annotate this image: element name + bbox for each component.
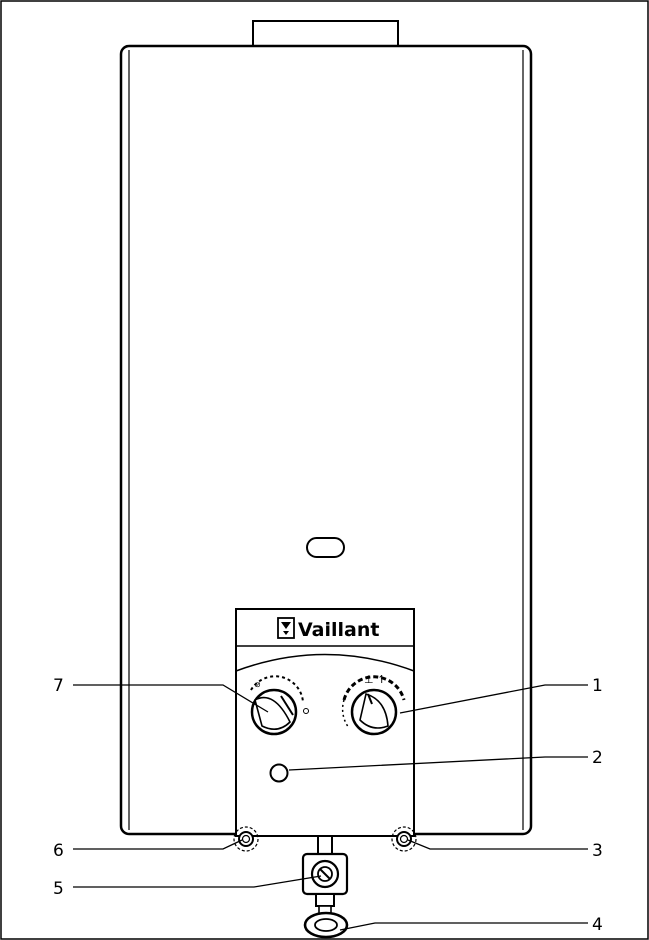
leader-4 [339,922,588,931]
water-connection-left [233,826,259,852]
callout-4: 4 [592,915,603,935]
tap-temperature-icon: ⊥ ↿ [364,673,386,686]
flame-window [269,763,289,783]
leader-2 [288,756,588,771]
heater-casing [119,44,533,836]
leader-1 [399,684,588,714]
callout-7: 7 [53,676,64,696]
callout-1: 1 [592,676,603,696]
brand-name: Vaillant [298,619,379,641]
water-inlet-valve [303,893,349,939]
leader-3 [407,839,588,850]
leader-7 [73,684,269,713]
brand-logo [277,617,295,639]
leader-6 [73,839,243,850]
power-knob[interactable] [250,675,309,736]
callout-3: 3 [592,841,603,861]
callout-2: 2 [592,748,603,768]
water-connection-right [391,826,417,852]
gas-connection [301,835,349,896]
leader-5 [73,875,322,888]
temperature-knob[interactable] [341,675,406,736]
callout-6: 6 [53,841,64,861]
flame-icon: ⌀ [255,680,261,690]
callout-lines [73,684,588,931]
flue-collar [252,20,399,49]
viewing-slot [306,537,345,558]
callout-5: 5 [53,879,64,899]
